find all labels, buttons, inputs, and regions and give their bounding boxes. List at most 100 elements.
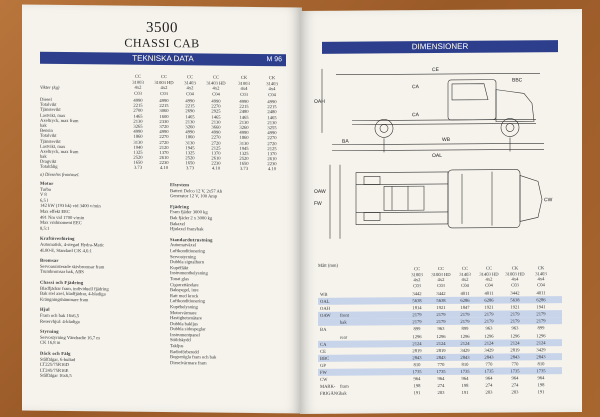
- dimension-cell: 963: [511, 325, 519, 331]
- dimension-label: FW: [314, 201, 322, 207]
- dimension-code: OAW: [320, 313, 331, 319]
- model-subtitle: CHASSI CAB: [124, 35, 200, 51]
- dimension-label: OAL: [432, 153, 442, 159]
- dimension-code: CE: [320, 348, 326, 354]
- dimension-cell: 963: [437, 326, 445, 332]
- block-line: CK 16,8 m: [40, 340, 61, 346]
- dimension-cell: 2843: [436, 354, 446, 360]
- dimension-cell: 1296: [436, 333, 446, 339]
- dimension-sublabel: rear: [340, 334, 348, 340]
- dimension-code: GP: [320, 362, 326, 368]
- dimension-cell: 1921: [484, 304, 494, 310]
- dimension-cell: 2843: [510, 354, 520, 360]
- dimension-cell: 1735: [510, 368, 520, 374]
- dimension-label: BBC: [512, 77, 523, 83]
- dimension-cell: 2819: [412, 347, 422, 353]
- column-header-line: C03: [413, 282, 421, 288]
- column-header-line: C04: [485, 282, 493, 288]
- dimension-cell: 2843: [536, 354, 546, 360]
- dimension-cell: 191: [413, 390, 421, 396]
- block-line: Reservhjul: 4-bladiga: [40, 318, 80, 324]
- spec-cell: 3.73: [133, 165, 143, 171]
- dimension-cell: 2124: [510, 340, 520, 346]
- dimension-cell: 770: [511, 361, 519, 367]
- dimension-cell: 2843: [460, 354, 470, 360]
- dimension-code: FRIGÅNG: [320, 391, 341, 397]
- spec-cell: 4.10: [159, 165, 169, 171]
- column-header-line: C03: [511, 282, 519, 288]
- dimension-cell: 899: [413, 326, 421, 332]
- dimension-cell: 3442: [412, 291, 422, 297]
- dimension-cell: 5638: [510, 297, 520, 303]
- dimension-cell: 2124: [412, 340, 422, 346]
- dimension-cell: 6286: [460, 297, 470, 303]
- dimension-cell: 964: [485, 375, 493, 381]
- section-banner-tekniska-data: TEKNISKA DATA M 96: [40, 51, 286, 67]
- dimension-cell: 198: [537, 382, 545, 388]
- dimension-label: CA: [412, 112, 420, 118]
- right-page: DIMENSIONER: [300, 9, 582, 414]
- left-page: 3500 CHASSI CAB TEKNISKA DATA M 96 Vikte…: [22, 4, 302, 414]
- column-header-line: C04: [212, 91, 220, 97]
- dimension-cell: 3429: [536, 347, 546, 353]
- column-header-line: C03: [240, 91, 248, 97]
- dimension-cell: 274: [437, 383, 445, 389]
- dimension-cell: 2179: [436, 319, 446, 325]
- dimension-cell: 198: [413, 383, 421, 389]
- dimension-cell: 1735: [460, 368, 470, 374]
- dimension-cell: 2179: [484, 319, 494, 325]
- dimension-cell: 1921: [510, 304, 520, 310]
- dimension-cell: 810: [461, 361, 469, 367]
- dimension-cell: 198: [461, 383, 469, 389]
- spec-cell: 4.10: [267, 166, 277, 172]
- dimension-cell: 2179: [536, 318, 546, 324]
- dimension-cell: 5638: [412, 298, 422, 304]
- dimension-sublabel: bak: [340, 390, 347, 397]
- spec-cell: 3.73: [239, 166, 249, 172]
- dimension-code: OAL: [320, 298, 330, 304]
- dimension-cell: 1847: [460, 304, 470, 311]
- dimension-cell: 2124: [460, 340, 470, 346]
- dimension-cell: 2179: [412, 312, 422, 318]
- dimension-sublabel: fram: [340, 383, 349, 389]
- column-header-line: C04: [186, 91, 194, 97]
- dimension-cell: 964: [437, 376, 445, 382]
- dimension-code: FW: [320, 369, 327, 375]
- dimension-cell: 274: [511, 382, 519, 388]
- dimension-code: CA: [320, 341, 327, 347]
- block-line: Hjulaxel fram/bak: [170, 226, 204, 232]
- spec-cell: 4.10: [211, 165, 221, 172]
- section-title: TEKNISKA DATA: [132, 53, 194, 64]
- model-year-tag: M 96: [266, 56, 282, 64]
- block-line: Krängningshämmare fram: [40, 296, 89, 303]
- dimension-cell: 1735: [484, 368, 494, 374]
- block-line: Stålfälgar 16x6,5: [40, 373, 72, 379]
- dimension-cell: 2179: [510, 318, 520, 324]
- dimension-code: BBC: [320, 355, 330, 361]
- dimension-cell: 2179: [484, 311, 494, 317]
- dimension-code: OAH: [320, 305, 330, 312]
- dimension-cell: 2819: [510, 347, 520, 353]
- dimension-code: BA: [320, 327, 327, 333]
- dimension-cell: 1735: [412, 369, 422, 375]
- dimension-label: CE: [432, 67, 440, 73]
- dimension-cell: 5638: [436, 298, 446, 304]
- dimension-code: WB: [320, 291, 328, 297]
